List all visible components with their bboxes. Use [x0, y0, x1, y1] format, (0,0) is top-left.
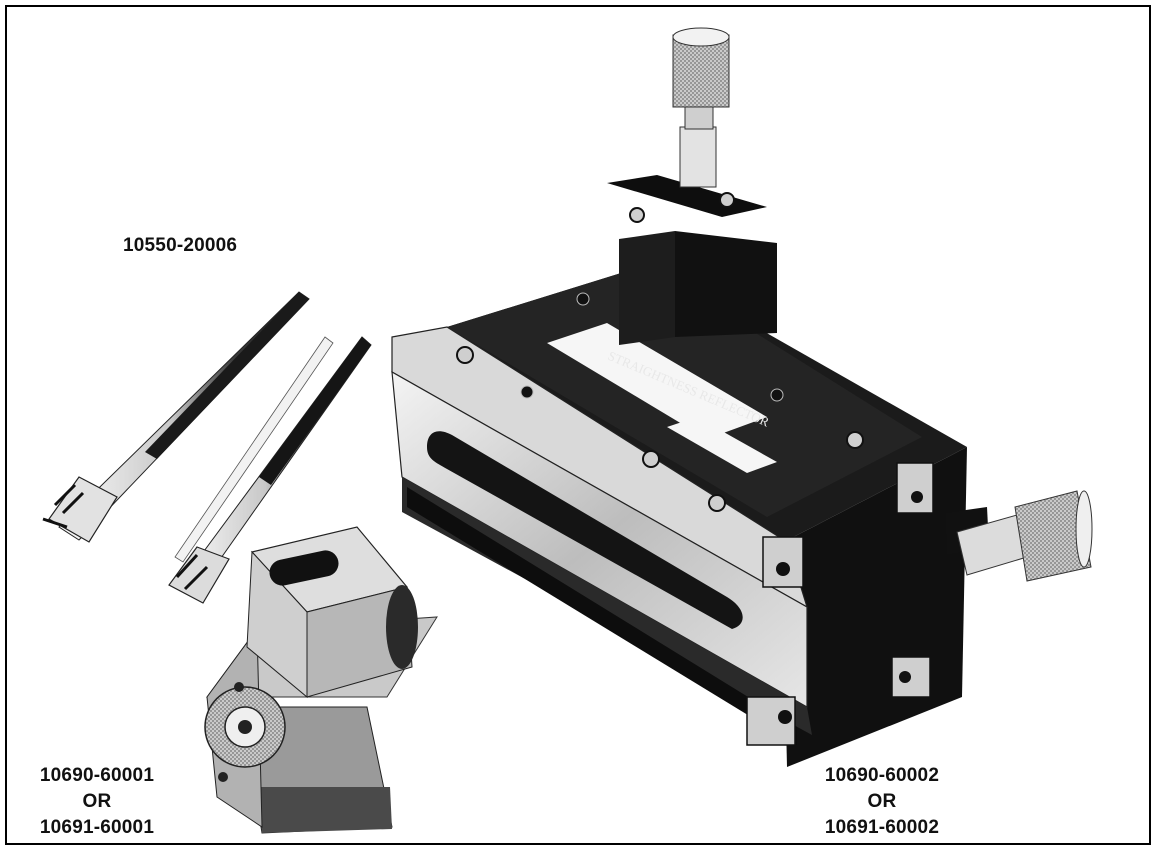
callout-line: 10691-60002 — [824, 817, 940, 838]
callout-line: 10690-60002 — [824, 765, 940, 786]
reflector-assembly-callout: 10690-60002 OR 10691-60002 — [812, 763, 952, 841]
callout-line: 10691-60001 — [39, 817, 155, 838]
product-photo: STRAIGHTNESS REFLECTOR — [42, 27, 1093, 834]
stylus-pair-image — [42, 291, 372, 604]
small-mount-image — [204, 526, 438, 834]
callout-line: 10690-60001 — [39, 765, 155, 786]
callout-line: OR — [867, 791, 897, 812]
stylus-pair-callout: 10550-20006 — [123, 233, 237, 259]
callout-line: OR — [82, 791, 112, 812]
figure-frame: STRAIGHTNESS REFLECTOR — [5, 5, 1151, 845]
reflector-assembly-image: STRAIGHTNESS REFLECTOR — [391, 27, 1093, 767]
callout-line: 10550-20006 — [123, 235, 238, 256]
small-mount-callout: 10690-60001 OR 10691-60001 — [27, 763, 167, 841]
